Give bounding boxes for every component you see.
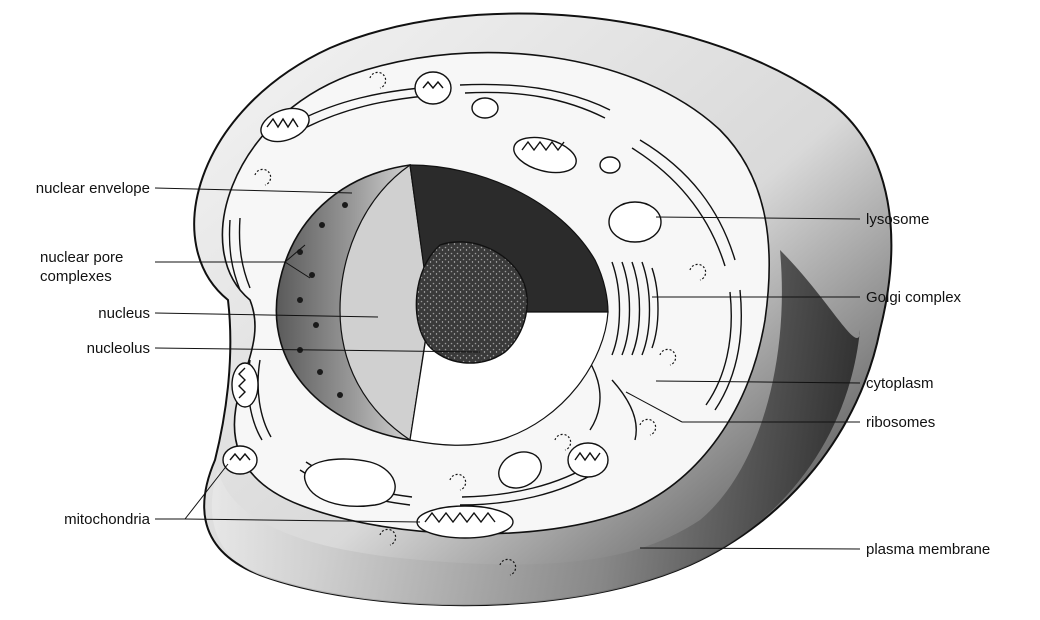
label-mitochondria: mitochondria [64,511,151,528]
label-lysosome: lysosome [866,211,929,228]
label-nuclear-envelope: nuclear envelope [36,180,150,197]
label-golgi-complex: Golgi complex [866,289,962,306]
label-nuclear-pore-line1: nuclear pore [40,249,123,266]
label-ribosomes: ribosomes [866,414,935,431]
label-nucleolus: nucleolus [87,340,150,357]
label-cytoplasm: cytoplasm [866,375,934,392]
label-nucleus: nucleus [98,305,150,322]
label-nuclear-pore-line2: complexes [40,268,112,285]
label-plasma-membrane: plasma membrane [866,541,990,558]
